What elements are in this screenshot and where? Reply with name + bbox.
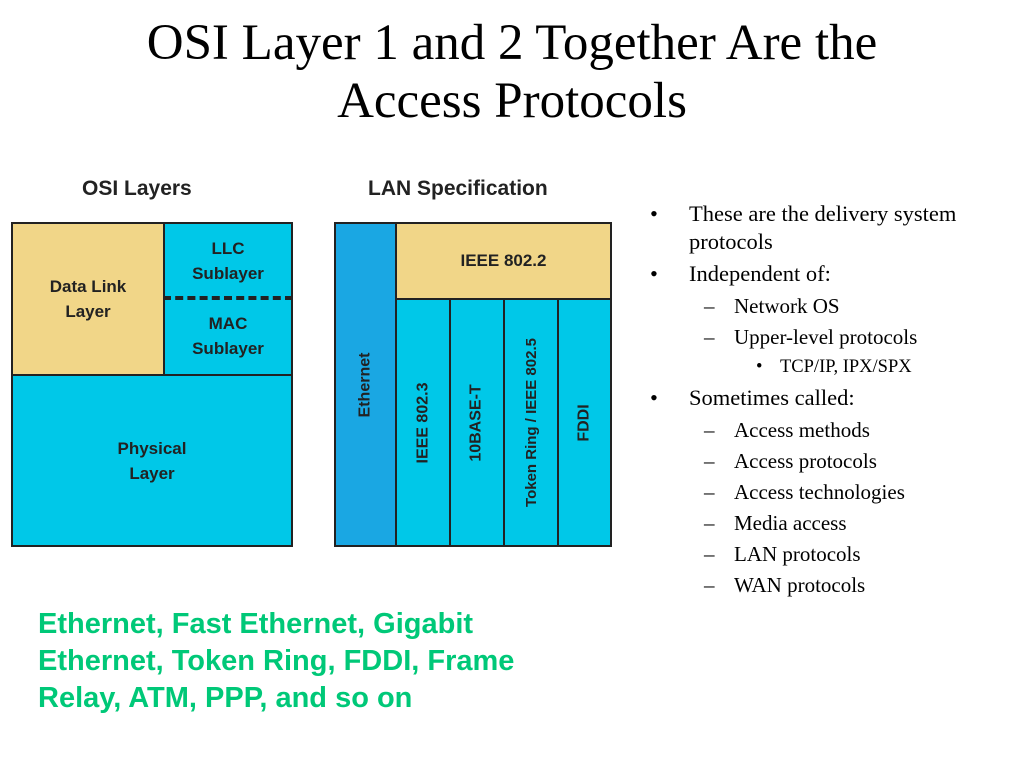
llc-label-line-2: Sublayer [192, 264, 264, 283]
sub-bullet-text: Network OS [734, 294, 840, 318]
ethernet-column: Ethernet [334, 222, 397, 547]
mac-label-line-1: MAC [208, 314, 248, 333]
llc-label-line-1: LLC [211, 239, 245, 258]
bullet-text: These are the delivery system protocols [689, 201, 957, 254]
llc-sublayer-box: LLC Sublayer [163, 222, 293, 298]
bullet-list: • These are the delivery system protocol… [648, 200, 1018, 602]
data-link-layer-box: Data Link Layer [11, 222, 165, 376]
dash-icon: – [704, 418, 715, 442]
10base-t-column: 10BASE-T [449, 298, 505, 547]
protocol-examples-line-1: Ethernet, Fast Ethernet, Gigabit [38, 608, 474, 640]
sub-bullet-item: – LAN protocols [648, 540, 1018, 568]
slide-title-line-1: OSI Layer 1 and 2 Together Are the [146, 15, 878, 71]
dash-icon: – [704, 325, 715, 349]
data-link-label-line-2: Layer [65, 302, 111, 321]
mac-sublayer-box: MAC Sublayer [163, 298, 293, 376]
dash-icon: – [704, 573, 715, 597]
bullet-icon: • [650, 385, 658, 410]
sub-sub-bullet-text: TCP/IP, IPX/SPX [780, 357, 912, 377]
sublayer-divider [163, 296, 293, 300]
fddi-column: FDDI [557, 298, 612, 547]
mac-label-line-2: Sublayer [192, 339, 264, 358]
sub-bullet-text: WAN protocols [734, 573, 866, 597]
bullet-text: Sometimes called: [689, 385, 855, 410]
protocol-examples-text: Ethernet, Fast Ethernet, Gigabit Etherne… [38, 606, 638, 717]
bullet-icon: • [756, 357, 763, 377]
sub-sub-bullet-item: • TCP/IP, IPX/SPX [648, 354, 1018, 380]
physical-layer-box: Physical Layer [11, 374, 293, 547]
lan-specification-header: LAN Specification [368, 177, 548, 200]
bullet-icon: • [650, 201, 658, 226]
ieee-802-2-box: IEEE 802.2 [395, 222, 612, 300]
sub-bullet-item: – Upper-level protocols [648, 323, 1018, 351]
sub-bullet-item: – Media access [648, 509, 1018, 537]
data-link-label-line-1: Data Link [49, 277, 127, 296]
physical-label-line-2: Layer [129, 463, 175, 483]
protocol-examples-line-2: Ethernet, Token Ring, FDDI, Frame [38, 645, 515, 677]
token-ring-column: Token Ring / IEEE 802.5 [503, 298, 559, 547]
sub-bullet-item: – WAN protocols [648, 571, 1018, 599]
bullet-text: Independent of: [689, 261, 831, 286]
sub-bullet-item: – Access methods [648, 416, 1018, 444]
protocol-examples-line-3: Relay, ATM, PPP, and so on [38, 682, 413, 714]
fddi-label: FDDI [575, 403, 593, 442]
bullet-icon: • [650, 261, 658, 286]
dash-icon: – [704, 294, 715, 318]
dash-icon: – [704, 449, 715, 473]
dash-icon: – [704, 480, 715, 504]
ieee-802-3-column: IEEE 802.3 [395, 298, 451, 547]
ethernet-label: Ethernet [356, 352, 374, 417]
bullet-item: • Independent of: [648, 260, 1018, 288]
sub-bullet-text: Access protocols [734, 449, 877, 473]
slide-title: OSI Layer 1 and 2 Together Are the Acces… [0, 14, 1024, 130]
sub-bullet-item: – Access protocols [648, 447, 1018, 475]
sub-bullet-item: – Access technologies [648, 478, 1018, 506]
ieee-802-2-label: IEEE 802.2 [460, 251, 547, 270]
sub-bullet-text: Media access [734, 511, 847, 535]
10base-t-label: 10BASE-T [468, 383, 486, 462]
slide-title-line-2: Access Protocols [337, 73, 687, 129]
sub-bullet-text: Upper-level protocols [734, 325, 918, 349]
token-ring-label: Token Ring / IEEE 802.5 [522, 338, 540, 507]
dash-icon: – [704, 511, 715, 535]
sub-bullet-text: Access technologies [734, 480, 905, 504]
sub-bullet-text: Access methods [734, 418, 870, 442]
bullet-item: • Sometimes called: [648, 384, 1018, 412]
bullet-item: • These are the delivery system protocol… [648, 200, 1018, 256]
physical-label-line-1: Physical [117, 438, 187, 458]
ieee-802-3-label: IEEE 802.3 [414, 382, 432, 463]
osi-layers-header: OSI Layers [82, 177, 192, 200]
dash-icon: – [704, 542, 715, 566]
sub-bullet-item: – Network OS [648, 292, 1018, 320]
sub-bullet-text: LAN protocols [734, 542, 861, 566]
